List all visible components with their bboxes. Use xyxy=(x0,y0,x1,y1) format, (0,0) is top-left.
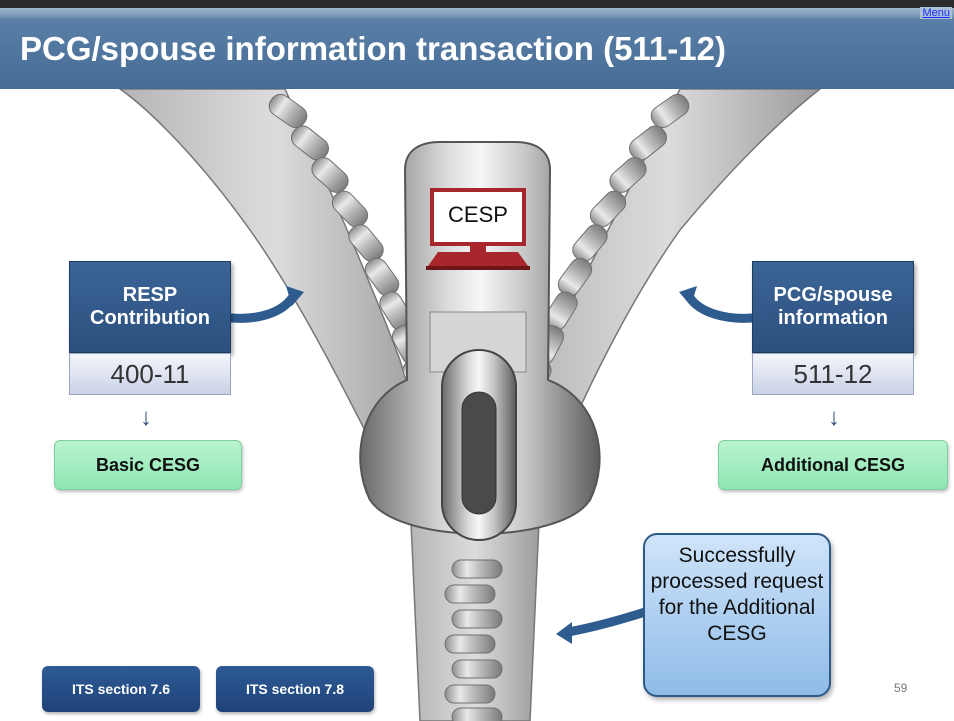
left-down-arrow-icon: ↓ xyxy=(140,404,152,431)
resp-contribution-box: RESP Contribution xyxy=(69,261,231,353)
right-down-arrow-icon: ↓ xyxy=(828,404,840,431)
zipper-illustration xyxy=(118,89,822,721)
page-number: 59 xyxy=(894,681,908,695)
its-section-7-6-button[interactable]: ITS section 7.6 xyxy=(42,666,200,712)
top-gradient-strip xyxy=(0,8,954,18)
slide-title: PCG/spouse information transaction (511-… xyxy=(20,30,726,67)
cesp-monitor-label: CESP xyxy=(448,202,508,227)
title-bar xyxy=(0,18,954,89)
top-border xyxy=(0,0,954,8)
left-transaction-code: 400-11 xyxy=(69,353,231,395)
right-transaction-code: 511-12 xyxy=(752,353,914,395)
its-section-7-8-button[interactable]: ITS section 7.8 xyxy=(216,666,374,712)
menu-link[interactable]: Menu xyxy=(920,7,952,19)
pcg-spouse-information-box: PCG/spouse information xyxy=(752,261,914,353)
success-callout: Successfully processed request for the A… xyxy=(643,533,831,697)
basic-cesg-box: Basic CESG xyxy=(54,440,242,490)
additional-cesg-box: Additional CESG xyxy=(718,440,948,490)
